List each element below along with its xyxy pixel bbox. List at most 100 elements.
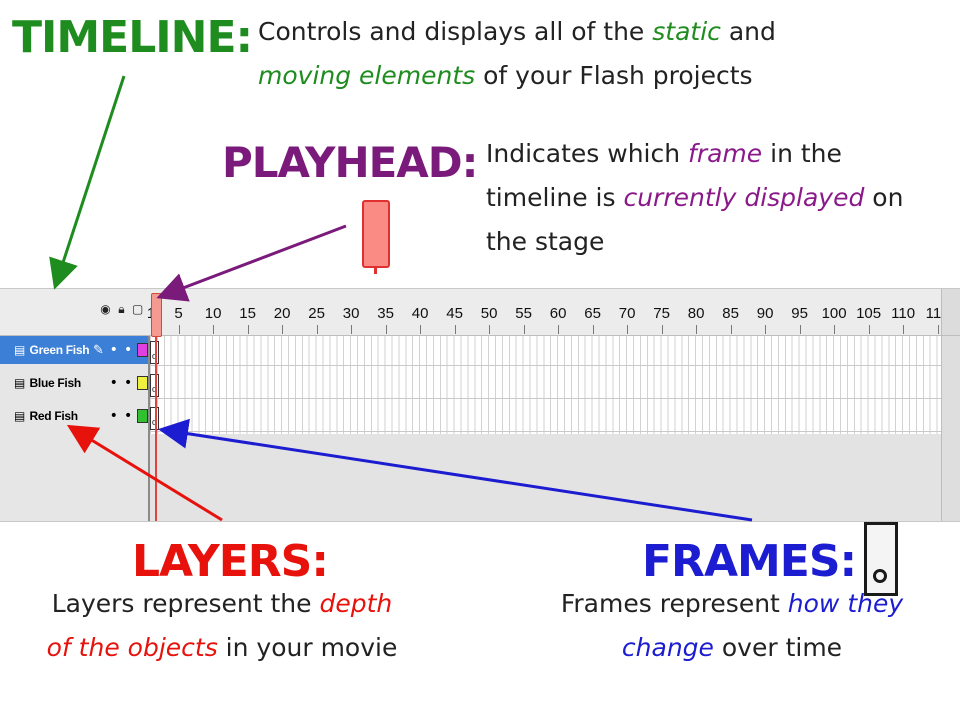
frame-ruler-ticks: 1510152025303540455055606570758085909510… xyxy=(147,289,950,335)
playhead-desc-highlight-displayed: currently displayed xyxy=(623,183,865,212)
playhead-heading: PLAYHEAD: xyxy=(222,138,478,187)
ruler-tick-label: 50 xyxy=(480,305,498,322)
ruler-tick-mark xyxy=(765,325,767,334)
ruler-tick-label: 90 xyxy=(756,305,774,322)
ruler-tick-label: 30 xyxy=(342,305,360,322)
ruler-tick-mark xyxy=(178,325,180,334)
empty-keyframe[interactable]: o xyxy=(150,374,159,397)
layer-row[interactable]: ▤Blue Fish • • xyxy=(0,369,148,397)
ruler-tick-label: 85 xyxy=(722,305,739,322)
ruler-tick-label: 65 xyxy=(584,305,601,322)
ruler-tick-label: 95 xyxy=(791,305,808,322)
timeline-desc-highlight-static: static xyxy=(652,17,721,46)
outline-color-swatch[interactable] xyxy=(137,409,148,423)
lock-toggle[interactable]: • xyxy=(124,408,133,424)
ruler-tick-label: 5 xyxy=(174,305,183,322)
frame-row[interactable]: o xyxy=(150,371,942,399)
frame-row[interactable]: o xyxy=(150,338,942,366)
frame-ruler[interactable]: ◉ 🔒︎ ▢ 151015202530354045505560657075808… xyxy=(0,289,960,336)
timeline-description: Controls and displays all of the static … xyxy=(258,10,938,98)
ruler-tick-label: 25 xyxy=(308,305,325,322)
frames-desc-text-1: Frames represent xyxy=(560,589,788,618)
frame-row[interactable]: o xyxy=(150,404,942,432)
ruler-tick-label: 70 xyxy=(618,305,636,322)
ruler-tick-label: 105 xyxy=(856,305,882,322)
ruler-tick-label: 110 xyxy=(891,305,916,322)
keyframe-zoom-icon xyxy=(864,522,898,596)
eye-icon[interactable]: ◉ xyxy=(100,302,111,316)
ruler-tick-mark xyxy=(523,325,525,334)
ruler-tick-mark xyxy=(420,325,422,334)
ruler-tick-mark xyxy=(730,325,732,334)
layer-name[interactable]: Green Fish xyxy=(29,343,90,357)
layers-desc-text-1: Layers represent the xyxy=(51,589,320,618)
ruler-tick-label: 60 xyxy=(549,305,567,322)
layer-type-icon: ▤ xyxy=(14,409,26,423)
timeline-desc-text-3: of your Flash projects xyxy=(475,61,753,90)
timeline-arrow xyxy=(49,75,126,290)
visibility-toggle[interactable]: • xyxy=(109,375,118,391)
ruler-tick-mark xyxy=(627,325,629,334)
playhead-description: Indicates which frame in the timeline is… xyxy=(486,132,946,264)
ruler-tick-mark xyxy=(351,325,353,334)
ruler-tick-label: 35 xyxy=(377,305,394,322)
ruler-tick-mark xyxy=(834,325,836,334)
frames-heading: FRAMES: xyxy=(642,536,857,587)
layer-row[interactable]: ▤Red Fish • • xyxy=(0,402,148,430)
outline-icon[interactable]: ▢ xyxy=(132,302,144,316)
pencil-icon: ✎ xyxy=(93,342,104,358)
ruler-tick-label: 75 xyxy=(653,305,670,322)
timeline-desc-text-2: and xyxy=(720,17,776,46)
frames-desc-text-2: over time xyxy=(713,633,843,662)
layers-description: Layers represent the depth of the object… xyxy=(40,582,404,670)
frames-grid[interactable]: ooo xyxy=(150,336,942,434)
playhead-desc-text-1: Indicates which xyxy=(486,139,689,168)
ruler-tick-mark xyxy=(799,325,801,334)
layers-heading: LAYERS: xyxy=(132,536,329,587)
lock-toggle[interactable]: • xyxy=(124,375,133,391)
timeline-desc-text-1: Controls and displays all of the xyxy=(258,17,653,46)
layers-desc-text-2: in your movie xyxy=(217,633,398,662)
frames-empty-area xyxy=(150,434,942,521)
ruler-tick-mark xyxy=(385,325,387,334)
ruler-tick-mark xyxy=(247,325,249,334)
ruler-tick-mark xyxy=(316,325,318,334)
playhead-desc-text-3: on the stage xyxy=(486,183,904,256)
outline-color-swatch[interactable] xyxy=(137,376,148,390)
layer-list: ▤Green Fish✎••▤Blue Fish••▤Red Fish•• xyxy=(0,336,150,521)
playhead-desc-text-2: in the timeline is xyxy=(486,139,842,212)
ruler-tick-label: 100 xyxy=(821,305,847,322)
empty-keyframe-circle-icon xyxy=(873,569,887,583)
ruler-tick-mark xyxy=(696,325,698,334)
ruler-tick-mark xyxy=(592,325,594,334)
visibility-toggle[interactable]: • xyxy=(109,342,118,358)
playhead-marker[interactable] xyxy=(151,293,162,337)
ruler-tick-mark xyxy=(282,325,284,334)
ruler-tick-mark xyxy=(868,325,870,334)
outline-color-swatch[interactable] xyxy=(137,343,148,357)
layer-header-icons: ◉ 🔒︎ ▢ xyxy=(100,302,143,322)
ruler-tick-label: 45 xyxy=(446,305,463,322)
layer-type-icon: ▤ xyxy=(14,376,26,390)
timeline-panel: ◉ 🔒︎ ▢ 151015202530354045505560657075808… xyxy=(0,288,960,522)
lock-toggle[interactable]: • xyxy=(124,342,133,358)
ruler-tick-mark xyxy=(937,325,939,334)
layer-name[interactable]: Blue Fish xyxy=(29,376,82,390)
timeline-desc-highlight-moving: moving elements xyxy=(258,61,476,90)
layers-desc-highlight-depth: depth of the objects xyxy=(46,589,393,662)
playhead-zoom-icon xyxy=(362,200,390,274)
lock-icon[interactable]: 🔒︎ xyxy=(118,302,125,316)
playhead-arrow xyxy=(156,224,347,302)
visibility-toggle[interactable]: • xyxy=(109,408,118,424)
ruler-tick-mark xyxy=(454,325,456,334)
playhead-desc-highlight-frame: frame xyxy=(688,139,763,168)
frames-description: Frames represent how they change over ti… xyxy=(560,582,904,670)
layer-row[interactable]: ▤Green Fish✎•• xyxy=(0,336,148,364)
playhead-line[interactable] xyxy=(155,293,157,521)
ruler-tick-mark xyxy=(661,325,663,334)
ruler-tick-label: 20 xyxy=(273,305,291,322)
ruler-tick-label: 15 xyxy=(239,305,256,322)
vertical-scrollbar[interactable] xyxy=(941,336,960,521)
empty-keyframe[interactable]: o xyxy=(150,341,159,364)
layer-name[interactable]: Red Fish xyxy=(29,409,79,423)
